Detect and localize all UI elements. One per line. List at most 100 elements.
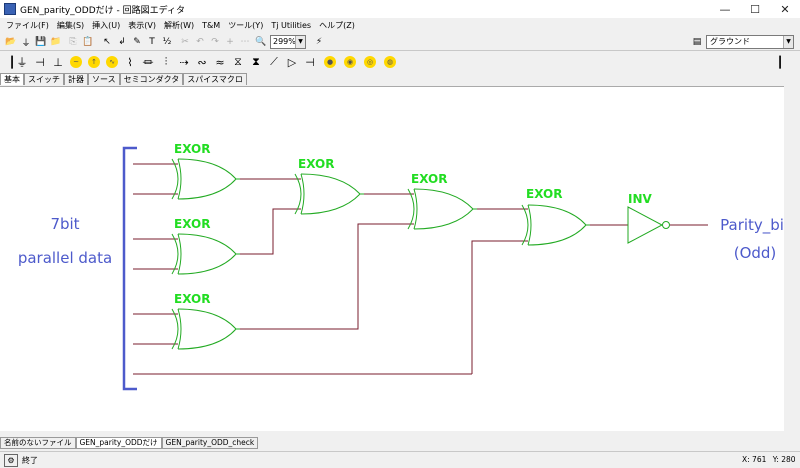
zoom-icon[interactable]: 🔍 [255, 37, 267, 47]
xor-gate-6[interactable] [521, 204, 590, 246]
tab-source[interactable]: ソース [88, 73, 120, 85]
capacitor-icon[interactable]: ⊥ [53, 55, 63, 69]
close-button[interactable]: ✕ [780, 2, 790, 16]
inductor-icon[interactable]: ∾ [197, 55, 207, 69]
redo-icon[interactable]: ↷ [211, 37, 219, 47]
schematic-canvas[interactable]: EXOR EXOR EXOR EXOR EXOR EXOR INV 7bit p… [0, 86, 790, 431]
input-label-line2: parallel data [18, 249, 112, 267]
menu-file[interactable]: ファイル(F) [6, 21, 49, 30]
xor-gate-5[interactable] [407, 188, 477, 230]
tab-semiconductor[interactable]: セミコンダクタ [119, 73, 184, 85]
inductor-alt-icon[interactable]: ≈ [215, 55, 225, 69]
coupled-inductor-icon[interactable]: ⧗ [252, 55, 260, 68]
transformer-icon[interactable]: ⧖ [234, 55, 242, 68]
resistor-icon[interactable]: ⌇ [127, 55, 133, 69]
paste-icon[interactable]: 📋 [82, 37, 94, 47]
palette-end-icon: ┃ [776, 55, 784, 69]
main-toolbar: 📂 ⏚ 💾 📁 ⎘ 📋 ↖ ↲ ✎ T ½ ✂ ↶ ↷ + ⋯ 🔍 299% ▼… [0, 33, 800, 51]
menu-view[interactable]: 表示(V) [128, 21, 156, 30]
component-toolbar: ┃ ⏚ ⊣ ⊥ ~ ↑ ∿ ⌇ ⏛ ⫶ ⇢ ∾ ≈ ⧖ ⧗ ⟋ ▷ ⊣ ● ◉ … [0, 51, 800, 73]
xor-gate-4[interactable] [294, 173, 364, 215]
file-tabs: 名前のないファイル GEN_parity_ODDだけ GEN_parity_OD… [0, 437, 259, 449]
current-source-icon[interactable]: ↑ [88, 56, 100, 68]
variable-resistor-icon[interactable]: ⇢ [179, 55, 189, 69]
meter-icon[interactable]: ◎ [364, 56, 376, 68]
menu-help[interactable]: ヘルプ(Z) [319, 21, 355, 30]
chevron-down-icon: ▼ [783, 36, 793, 48]
xor-gate-3[interactable] [171, 308, 240, 350]
voltage-source-icon[interactable]: ~ [70, 56, 82, 68]
menu-tj-utilities[interactable]: Tj Utilities [271, 21, 312, 30]
zoom-select[interactable]: 299% ▼ [270, 35, 306, 49]
input-label-line1: 7bit [50, 215, 79, 233]
status-bar: ⚙ 終了 X: 761 Y: 280 [0, 451, 800, 468]
diode-icon[interactable]: ▷ [287, 55, 297, 69]
pen-icon[interactable]: ✎ [133, 37, 141, 47]
file-tab-untitled[interactable]: 名前のないファイル [0, 437, 76, 449]
tab-spice-macro[interactable]: スパイスマクロ [183, 73, 247, 85]
wire-icon[interactable]: ↲ [118, 37, 126, 47]
output-label-line2: (Odd) [734, 244, 777, 262]
vertical-scrollbar[interactable] [784, 86, 800, 431]
ground-component-icon[interactable]: ⏚ [16, 56, 28, 69]
layer-select[interactable]: グラウンド ▼ [706, 35, 794, 49]
switch-icon[interactable]: ⟋ [270, 55, 278, 68]
save-icon[interactable]: 💾 [35, 37, 47, 47]
zoom-value: 299% [273, 37, 296, 46]
plus-icon[interactable]: + [226, 37, 234, 47]
terminal-icon[interactable]: ⊣ [305, 55, 315, 69]
app-icon [4, 3, 16, 15]
component-tabs: 基本 スイッチ 計器 ソース セミコンダクタ スパイスマクロ [0, 73, 247, 85]
window-title: GEN_parity_ODDだけ - 回路図エディタ [20, 5, 185, 16]
status-text: 終了 [22, 456, 38, 465]
inverter-gate[interactable] [627, 206, 670, 244]
formula-icon[interactable]: ½ [162, 37, 172, 47]
menu-analysis[interactable]: 解析(W) [164, 21, 195, 30]
text-icon[interactable]: T [149, 37, 155, 47]
tab-meter[interactable]: 計器 [64, 73, 88, 85]
status-gear-icon: ⚙ [4, 454, 18, 467]
cut-icon[interactable]: ✂ [181, 37, 189, 47]
open-icon[interactable]: 📁 [50, 37, 62, 47]
xor-gate-2[interactable] [171, 233, 240, 275]
maximize-button[interactable]: ☐ [750, 2, 760, 16]
menu-tools[interactable]: ツール(Y) [228, 21, 264, 30]
wire[interactable] [240, 208, 301, 255]
minimize-button[interactable]: — [719, 2, 731, 16]
file-tab-gen-parity-odd-check[interactable]: GEN_parity_ODD_check [161, 437, 259, 449]
select-arrow-icon[interactable]: ↖ [103, 37, 111, 47]
tab-switch[interactable]: スイッチ [24, 73, 64, 85]
tab-basic[interactable]: 基本 [0, 73, 24, 85]
gate-label: EXOR [174, 142, 210, 156]
xor-gate-1[interactable] [171, 158, 240, 200]
gate-label: EXOR [174, 292, 210, 306]
wire[interactable] [240, 223, 414, 330]
resistor-horizontal-icon[interactable]: ⏛ [142, 56, 154, 69]
file-tab-gen-parity-odd[interactable]: GEN_parity_ODDだけ [75, 437, 162, 449]
copy-icon[interactable]: ⎘ [69, 37, 77, 47]
probe-icon[interactable]: ⚡ [315, 37, 323, 47]
menu-tm[interactable]: T&M [202, 21, 221, 30]
gate-label: EXOR [298, 157, 334, 171]
buzzer-icon[interactable]: ◍ [384, 56, 396, 68]
undo-icon[interactable]: ↶ [196, 37, 204, 47]
resistor-vertical-icon[interactable]: ⫶ [164, 55, 168, 68]
cursor-x: X: 761 [742, 455, 767, 464]
layer-icon[interactable]: ▤ [692, 37, 702, 47]
ac-source-icon[interactable]: ∿ [106, 56, 118, 68]
grid-icon[interactable]: ⋯ [240, 37, 250, 47]
wire[interactable] [471, 240, 528, 374]
gate-label: INV [628, 192, 653, 206]
lamp-icon[interactable]: ● [324, 56, 336, 68]
bulb-icon[interactable]: ◉ [344, 56, 356, 68]
battery-icon[interactable]: ⊣ [35, 55, 45, 69]
ground-icon[interactable]: ⏚ [21, 38, 31, 49]
menu-insert[interactable]: 挿入(U) [92, 21, 121, 30]
title-bar: GEN_parity_ODDだけ - 回路図エディタ — ☐ ✕ [0, 0, 800, 18]
menu-edit[interactable]: 編集(S) [56, 21, 85, 30]
layer-value: グラウンド [710, 37, 750, 46]
cursor-coordinates: X: 761 Y: 280 [742, 455, 800, 464]
open-folder-icon[interactable]: 📂 [5, 37, 17, 47]
cursor-y: Y: 280 [772, 455, 796, 464]
wires [133, 163, 708, 375]
